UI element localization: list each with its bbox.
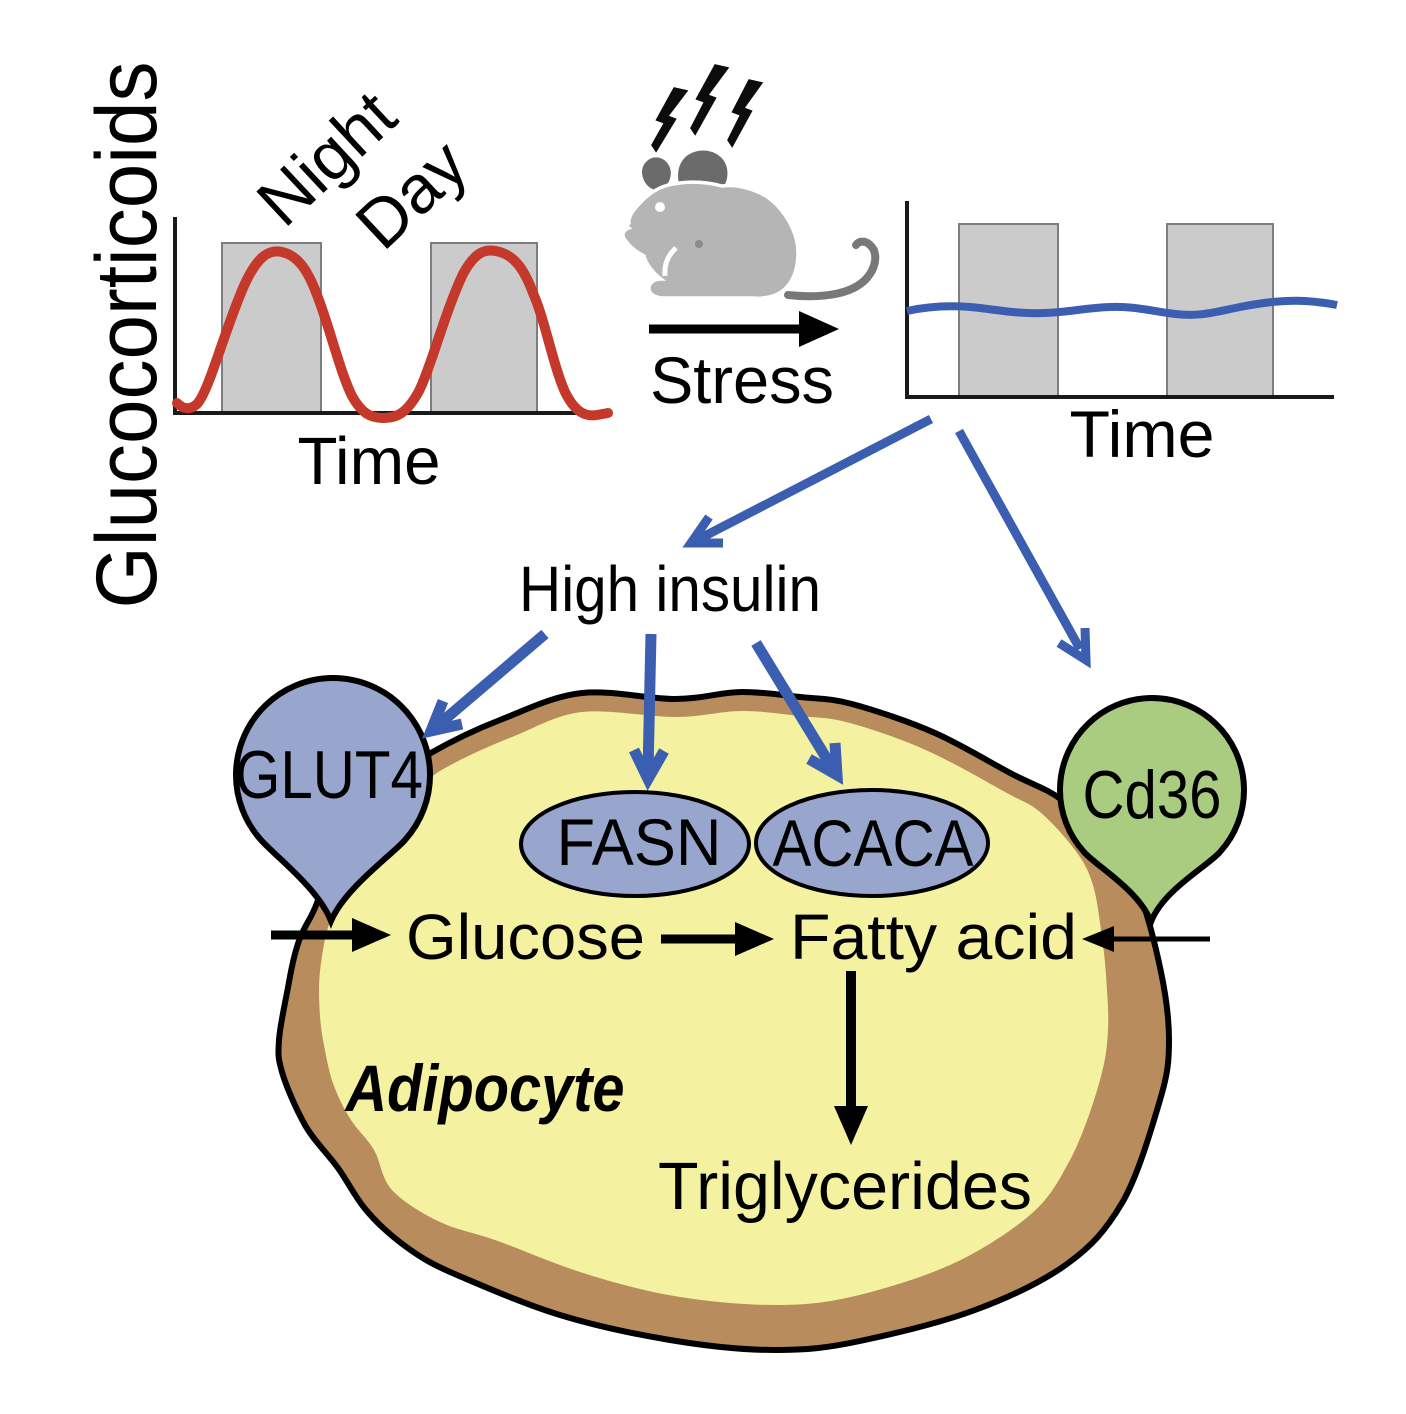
svg-text:Fatty acid: Fatty acid <box>790 901 1077 973</box>
svg-text:Time: Time <box>1070 397 1215 471</box>
svg-text:Glucocorticoids: Glucocorticoids <box>79 62 175 609</box>
svg-text:Triglycerides: Triglycerides <box>658 1149 1032 1224</box>
svg-text:ACACA: ACACA <box>773 806 974 880</box>
svg-text:Stress: Stress <box>650 343 834 417</box>
svg-text:GLUT4: GLUT4 <box>235 737 423 813</box>
svg-text:Glucose: Glucose <box>406 901 645 973</box>
svg-text:Adipocyte: Adipocyte <box>344 1051 625 1125</box>
svg-text:FASN: FASN <box>557 805 722 879</box>
svg-text:Time: Time <box>298 424 441 499</box>
svg-text:High insulin: High insulin <box>519 553 821 625</box>
svg-text:Cd36: Cd36 <box>1083 757 1222 833</box>
